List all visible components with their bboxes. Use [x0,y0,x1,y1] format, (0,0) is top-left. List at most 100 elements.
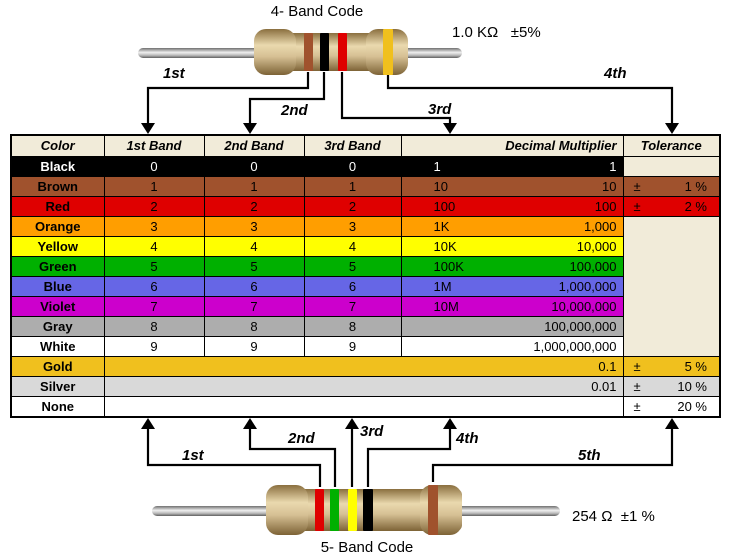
band-label-4th-bottom: 4th [456,430,479,447]
tolerance-cell: ±2 % [622,196,721,217]
band-digit-cell: 3 [303,216,402,237]
column-header: Decimal Multiplier [400,134,624,157]
band-digit-cell: 0 [103,156,205,177]
color-name-cell: None [10,396,105,418]
multiplier-cell: 0.01 [103,376,624,397]
band-label-5th-bottom: 5th [578,447,601,464]
band-digit-cell: 3 [203,216,305,237]
tolerance-cell [622,156,721,177]
band-digit-cell: 3 [103,216,205,237]
band-digit-cell: 6 [203,276,305,297]
band-digit-cell: 7 [203,296,305,317]
band-yellow [348,489,357,531]
color-name-cell: Orange [10,216,105,237]
band-black [363,489,373,531]
multiplier-cell: 1,000,000,000 [400,336,624,357]
color-name-cell: Red [10,196,105,217]
color-name-cell: Black [10,156,105,177]
band-label-4th-top: 4th [604,65,627,82]
band-digit-cell: 2 [303,196,402,217]
band-digit-cell: 6 [103,276,205,297]
color-name-cell: Silver [10,376,105,397]
tolerance-cell: ±5 % [622,356,721,377]
band-green [330,489,339,531]
band-digit-cell: 9 [303,336,402,357]
band-digit-cell: 5 [103,256,205,277]
band-label-3rd-top: 3rd [428,101,452,118]
tolerance-cell: ±20 % [622,396,721,418]
color-name-cell: Blue [10,276,105,297]
band-label-3rd-bottom: 3rd [360,423,384,440]
band-label-2nd-bottom: 2nd [288,430,315,447]
color-name-cell: Violet [10,296,105,317]
band-digit-cell: 2 [203,196,305,217]
band-label-2nd-top: 2nd [281,102,308,119]
band-label-1st-bottom: 1st [182,447,204,464]
band-digit-cell: 0 [303,156,402,177]
multiplier-cell: 0.1 [103,356,624,377]
band-digit-cell: 5 [303,256,402,277]
band-brown [428,485,438,535]
band-brown [304,33,313,71]
four-band-value: 1.0 KΩ ±5% [452,24,541,41]
band-digit-cell: 9 [103,336,205,357]
band-digit-cell: 4 [103,236,205,257]
color-name-cell: Yellow [10,236,105,257]
color-name-cell: Brown [10,176,105,197]
band-black [320,33,329,71]
band-digit-cell: 8 [203,316,305,337]
band-digit-cell: 5 [203,256,305,277]
resistor-body-end [254,29,296,75]
color-name-cell: White [10,336,105,357]
band-red [338,33,347,71]
band-digit-cell: 1 [103,176,205,197]
band-digit-cell: 9 [203,336,305,357]
band-digit-cell: 6 [303,276,402,297]
tolerance-cell [622,216,721,357]
band-digit-cell: 7 [103,296,205,317]
band-digit-cell: 0 [203,156,305,177]
five-band-title: 5- Band Code [320,539,414,556]
band-digit-cell: 4 [303,236,402,257]
multiplier-cell: 100,000,000 [400,316,624,337]
band-digit-cell: 8 [303,316,402,337]
color-name-cell: Gold [10,356,105,377]
color-name-cell: Gray [10,316,105,337]
band-digit-cell: 1 [303,176,402,197]
tolerance-cell: ±1 % [622,176,721,197]
column-header: Tolerance [622,134,721,157]
color-name-cell: Green [10,256,105,277]
band-red [315,489,324,531]
band-gold [383,29,393,75]
table-row: None ±20 % [10,396,721,418]
column-header: 1st Band [103,134,205,157]
column-header: 2nd Band [203,134,305,157]
band-label-1st-top: 1st [163,65,185,82]
band-digit-cell: 4 [203,236,305,257]
column-header: 3rd Band [303,134,402,157]
band-digit-cell: 2 [103,196,205,217]
resistor-body-end [420,485,462,535]
